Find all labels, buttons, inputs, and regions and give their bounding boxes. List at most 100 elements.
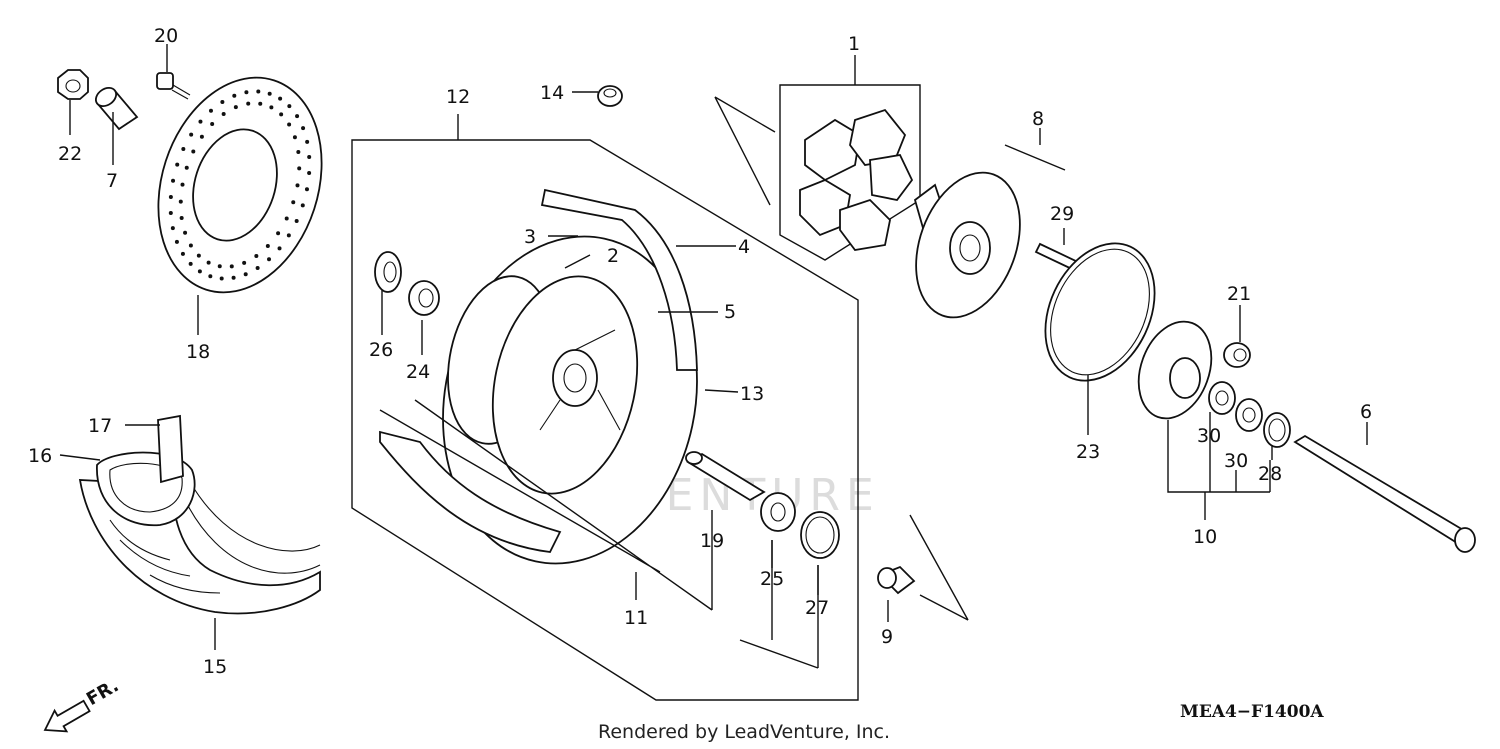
callout-24: 24 (406, 361, 430, 383)
callout-1: 1 (848, 33, 860, 55)
callout-4: 4 (738, 236, 750, 258)
disc-hole (175, 162, 180, 167)
dust-seal (1263, 412, 1291, 448)
disc-hole (188, 261, 193, 266)
disc-hole (305, 139, 310, 144)
callout-10: 10 (1193, 526, 1217, 548)
disc-hole (246, 101, 251, 106)
disc-hole (256, 89, 261, 94)
callout-12: 12 (446, 86, 470, 108)
driven-flange (913, 171, 1021, 319)
disc-hole (180, 251, 185, 256)
bearing-26 (374, 251, 402, 293)
front-direction-arrow: FR. (43, 675, 122, 733)
disc-hole (208, 108, 213, 113)
diagram-code: MEA4−F1400A (1180, 702, 1324, 722)
disc-hole (284, 216, 289, 221)
wheel-assembly-frame (351, 139, 859, 701)
bearing-25 (760, 492, 796, 532)
callout-30b: 30 (1224, 450, 1248, 472)
bearing-24 (408, 280, 440, 316)
disc-hole (171, 178, 176, 183)
callout-17: 17 (88, 415, 112, 437)
disc-hole (181, 147, 186, 152)
callout-13: 13 (740, 383, 764, 405)
disc-hole (287, 104, 292, 109)
disc-hole (232, 93, 237, 98)
disc-hole (296, 150, 301, 155)
callout-9: 9 (881, 626, 893, 648)
callout-8: 8 (1032, 108, 1044, 130)
callout-2: 2 (607, 245, 619, 267)
damper-rubbers (799, 108, 914, 251)
o-ring (800, 511, 840, 559)
callout-3: 3 (524, 226, 536, 248)
disc-hole (184, 165, 189, 170)
disc-hole (242, 260, 247, 265)
callout-5: 5 (724, 301, 736, 323)
disc-hole (258, 101, 263, 106)
disc-hole (168, 210, 173, 215)
distance-collar (685, 451, 766, 502)
disc-hole (269, 105, 274, 110)
disc-hole (287, 122, 292, 127)
disc-hole (179, 215, 184, 220)
collar-14 (597, 85, 623, 107)
callout-30a: 30 (1197, 425, 1221, 447)
disc-hole (233, 105, 238, 110)
disc-hole (219, 276, 224, 281)
disc-hole (206, 260, 211, 265)
disc-hole (244, 90, 249, 95)
callout-15: 15 (203, 656, 227, 678)
disc-hole (279, 112, 284, 117)
bearing-30 (1208, 381, 1263, 432)
disc-hole (277, 246, 282, 251)
disc-hole (300, 203, 305, 208)
callout-7: 7 (106, 170, 118, 192)
callout-20: 20 (154, 25, 178, 47)
disc-hole (295, 183, 300, 188)
leader-lines (59, 44, 1368, 669)
callout-27: 27 (805, 597, 829, 619)
disc-hole (191, 149, 196, 154)
disc-hole (295, 114, 300, 119)
disc-hole (291, 200, 296, 205)
callout-11: 11 (624, 607, 648, 629)
callout-25: 25 (760, 568, 784, 590)
disc-bolt (156, 72, 191, 100)
callout-28: 28 (1258, 463, 1282, 485)
callout-29: 29 (1050, 203, 1074, 225)
disc-hole (178, 199, 183, 204)
disc-hole (297, 166, 302, 171)
disc-hole (217, 264, 222, 269)
disc-hole (243, 272, 248, 277)
disc-hole (210, 122, 215, 127)
collar (94, 87, 139, 131)
rear-wheel (379, 188, 698, 565)
disc-hole (220, 99, 225, 104)
disc-hole (307, 155, 312, 160)
callout-19: 19 (700, 530, 724, 552)
tire-with-tube (78, 414, 321, 615)
disc-hole (180, 182, 185, 187)
disc-hole (301, 126, 306, 131)
disc-hole (254, 253, 259, 258)
callout-26: 26 (369, 339, 393, 361)
disc-hole (294, 218, 299, 223)
disc-hole (189, 132, 194, 137)
disc-hole (267, 91, 272, 96)
side-collar (877, 565, 916, 595)
flange-nut (1223, 342, 1251, 368)
disc-hole (174, 239, 179, 244)
credit-text: Rendered by LeadVenture, Inc. (598, 721, 890, 743)
callout-21: 21 (1227, 283, 1251, 305)
callout-18: 18 (186, 341, 210, 363)
disc-hole (183, 230, 188, 235)
disc-hole (196, 253, 201, 258)
disc-hole (292, 135, 297, 140)
final-driven-flange (1137, 320, 1213, 420)
callout-16: 16 (28, 445, 52, 467)
callout-22: 22 (58, 143, 82, 165)
disc-hole (304, 187, 309, 192)
